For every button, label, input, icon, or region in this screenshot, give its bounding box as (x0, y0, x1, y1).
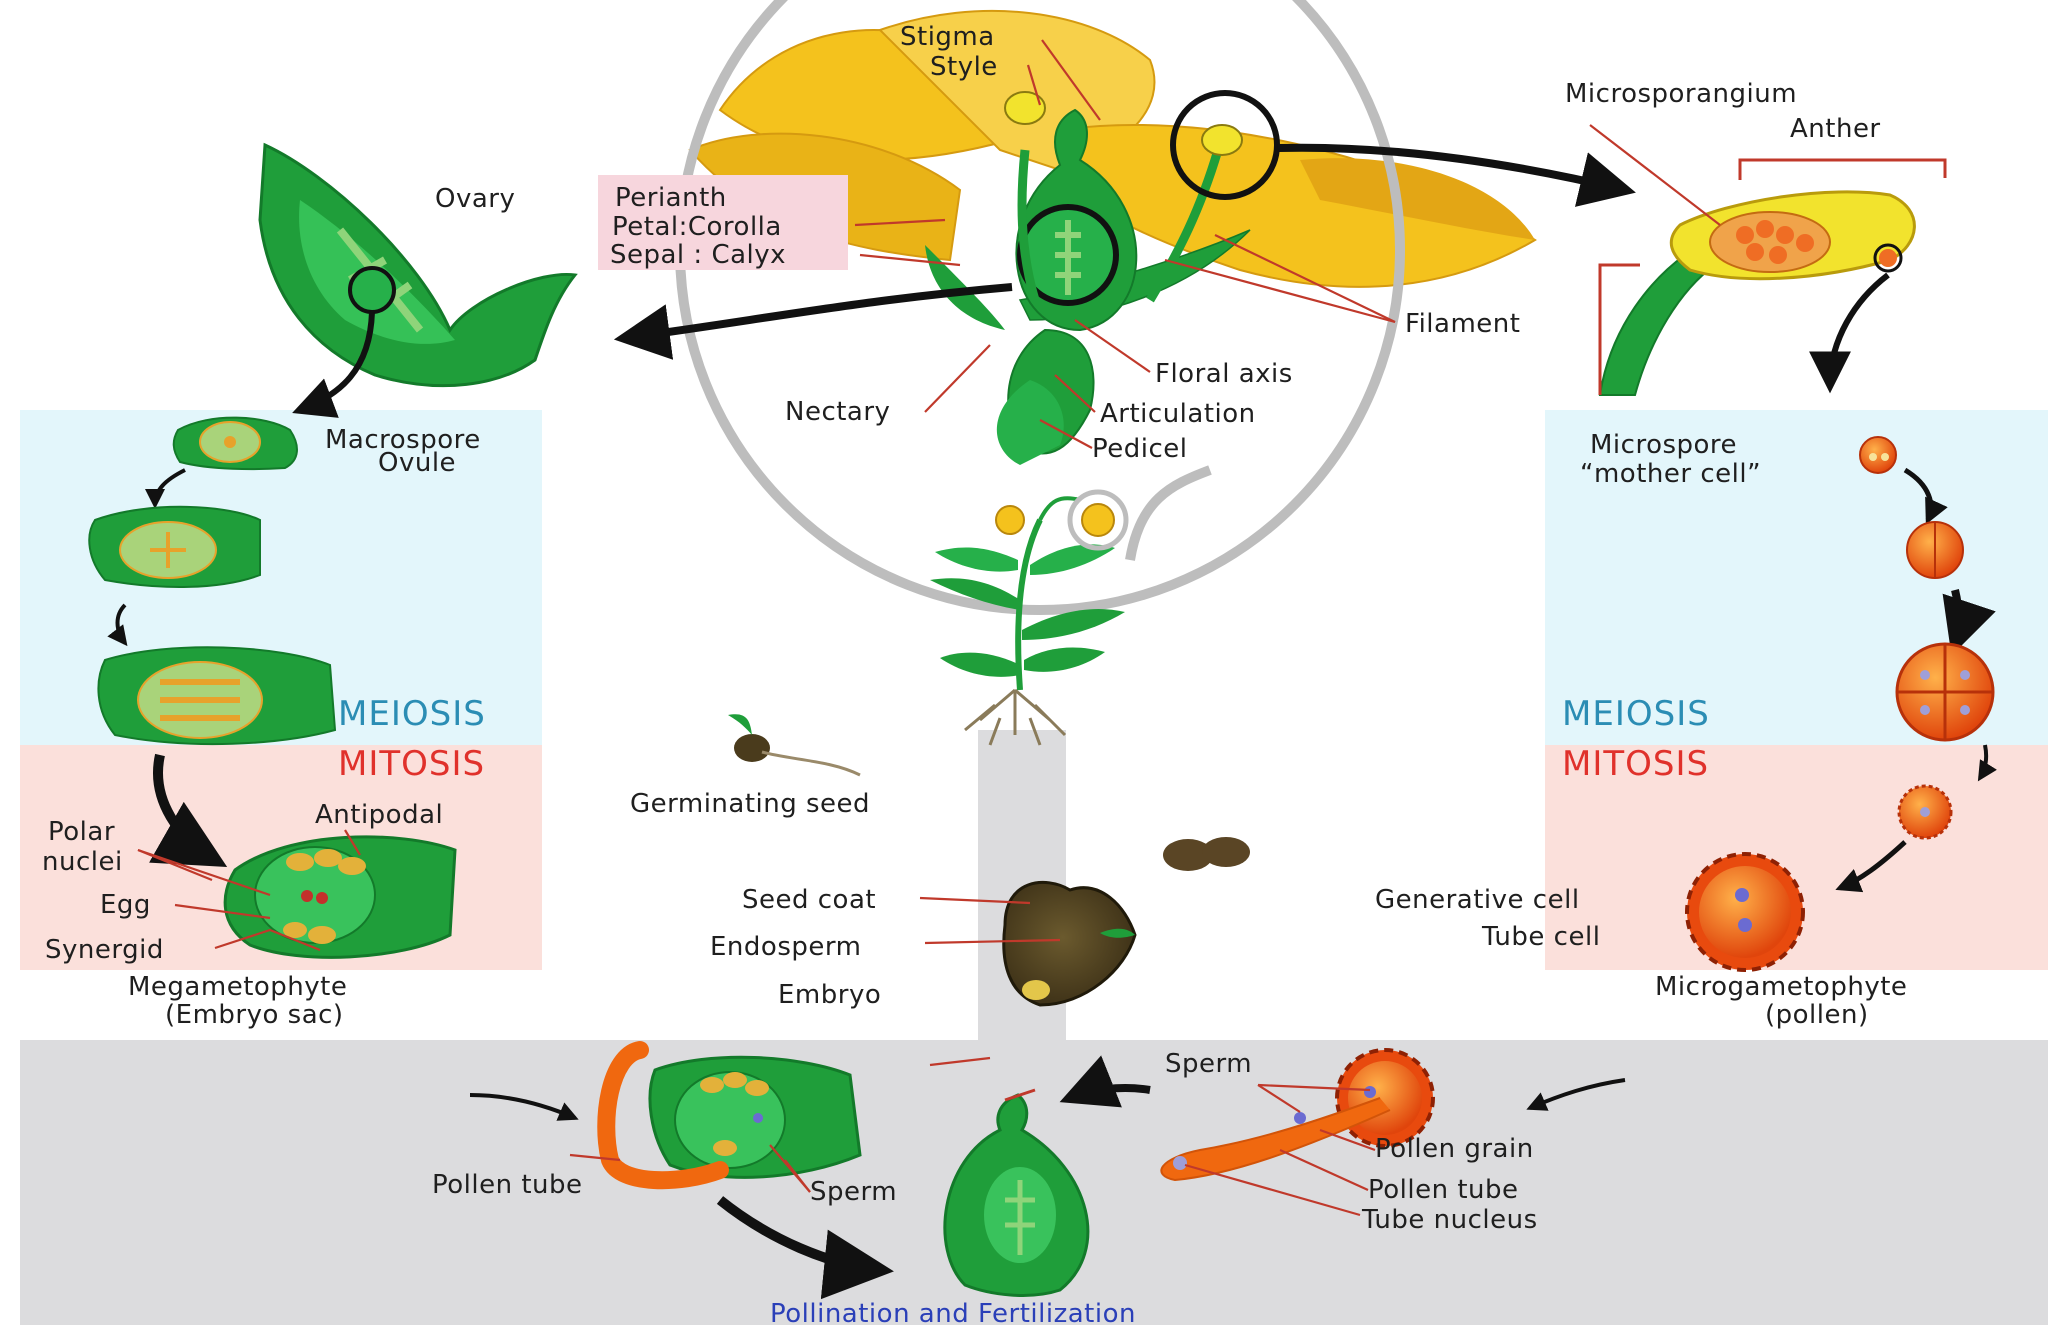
label-egg: Egg (100, 890, 151, 920)
arrow-to-megametophyte (149, 753, 228, 867)
label-nectary: Nectary (785, 397, 890, 427)
ovule-stage-2 (88, 505, 261, 588)
label-megametophyte: Megametophyte (128, 972, 347, 1002)
arrow-to-fertilized (716, 1196, 894, 1300)
arrow-micro-2 (1942, 589, 1996, 656)
label-generative-cell: Generative cell (1375, 885, 1580, 915)
ovary-illustration (258, 142, 578, 388)
label-ovary: Ovary (435, 184, 515, 214)
microspore-tetrad (1895, 642, 1995, 742)
microspore-mother-cell (1859, 436, 1897, 474)
label-polar-1: Polar (48, 817, 115, 847)
pollen-tube-right-shape (1160, 1097, 1391, 1182)
label-mitosis-left: MITOSIS (338, 744, 485, 784)
label-pedicel: Pedicel (1092, 434, 1188, 464)
pollen-grain-mature (1685, 852, 1805, 972)
label-filament: Filament (1405, 309, 1520, 339)
anther-left (1004, 91, 1046, 125)
seed-cross-section (1002, 881, 1137, 1007)
ovule-stage-1 (172, 416, 298, 471)
arrow-micro-3 (1977, 744, 1997, 782)
label-floral-axis: Floral axis (1155, 359, 1293, 389)
label-articulation: Articulation (1100, 399, 1256, 429)
leader-lines (137, 39, 1721, 1217)
label-petal-corolla: Petal:Corolla (612, 212, 782, 242)
germinating-seed-illustration (728, 714, 861, 777)
label-sepal-calyx: Sepal : Calyx (610, 240, 786, 270)
label-synergid: Synergid (45, 935, 164, 965)
right-petal-fold (1300, 158, 1535, 240)
stamen-left (1017, 149, 1040, 302)
label-pollen: (pollen) (1765, 1000, 1869, 1030)
microspore-dyad (1906, 521, 1964, 579)
ovule-highlight (348, 266, 396, 314)
label-pollen-tube-left: Pollen tube (432, 1170, 583, 1200)
embryo-sac (223, 835, 457, 959)
perianth-box (598, 175, 848, 270)
magnified-flower (675, 0, 1537, 615)
label-fertilization-caption: Pollination and Fertilization (770, 1299, 1136, 1325)
label-meiosis-right: MEIOSIS (1562, 694, 1710, 734)
label-mitosis-right: MITOSIS (1562, 744, 1709, 784)
arrow-right-in (1526, 1078, 1626, 1111)
single-microspore (1897, 784, 1953, 840)
arrow-anther-to-microspore (1809, 272, 1890, 394)
arrow-ovule-2-3 (107, 603, 128, 647)
label-style: Style (930, 52, 998, 82)
label-microsporangium: Microsporangium (1565, 79, 1797, 109)
pedicel-stem (996, 380, 1064, 465)
germinating-pollen (1160, 1048, 1435, 1182)
label-meiosis-left: MEIOSIS (338, 694, 486, 734)
label-perianth: Perianth (615, 183, 727, 213)
label-sperm-right: Sperm (1165, 1049, 1252, 1079)
seeds-pair (1163, 837, 1250, 871)
anther-highlight (1170, 90, 1280, 200)
fertilization-embryo-sac (648, 1055, 862, 1179)
arrow-micro-1 (1903, 467, 1948, 525)
label-ovule: Ovule (378, 448, 456, 478)
labels: Stigma Style Perianth Petal:Corolla Sepa… (42, 22, 1907, 1325)
label-seed-coat: Seed coat (742, 885, 876, 915)
label-germinating-seed: Germinating seed (630, 789, 870, 819)
label-embryo: Embryo (778, 980, 881, 1010)
label-anther: Anther (1790, 114, 1881, 144)
arrow-micro-4 (1835, 840, 1907, 893)
arrow-flower-to-anther (1277, 143, 1636, 207)
label-mother-cell: “mother cell” (1580, 459, 1761, 489)
arrow-ovary-to-ovule (292, 311, 375, 418)
arrow-left-in (469, 1093, 579, 1121)
label-microspore: Microspore (1590, 430, 1737, 460)
arrow-ovule-1-2 (145, 468, 186, 509)
label-pollen-grain: Pollen grain (1375, 1134, 1534, 1164)
stamen-right (1146, 148, 1223, 303)
label-antipodal: Antipodal (315, 800, 443, 830)
fertilized-pistil (943, 1088, 1090, 1297)
arrow-flower-to-ovary (613, 283, 1013, 360)
label-tube-nucleus: Tube nucleus (1361, 1205, 1538, 1235)
label-sperm-left: Sperm (810, 1177, 897, 1207)
magnifier-tail (1125, 465, 1212, 561)
whole-plant (930, 489, 1129, 746)
label-embryo-sac: (Embryo sac) (165, 1000, 344, 1030)
label-stigma: Stigma (900, 22, 995, 52)
label-pollen-tube-right: Pollen tube (1368, 1175, 1519, 1205)
label-macrospore: Macrospore (325, 425, 481, 455)
label-microgametophyte: Microgametophyte (1655, 972, 1907, 1002)
label-endosperm: Endosperm (710, 932, 861, 962)
arrow-into-pistil (1059, 1055, 1151, 1108)
anther-illustration (1598, 158, 1947, 396)
ovule-stage-3 (97, 646, 337, 746)
label-polar-2: nuclei (42, 847, 123, 877)
label-tube-cell: Tube cell (1481, 922, 1600, 952)
